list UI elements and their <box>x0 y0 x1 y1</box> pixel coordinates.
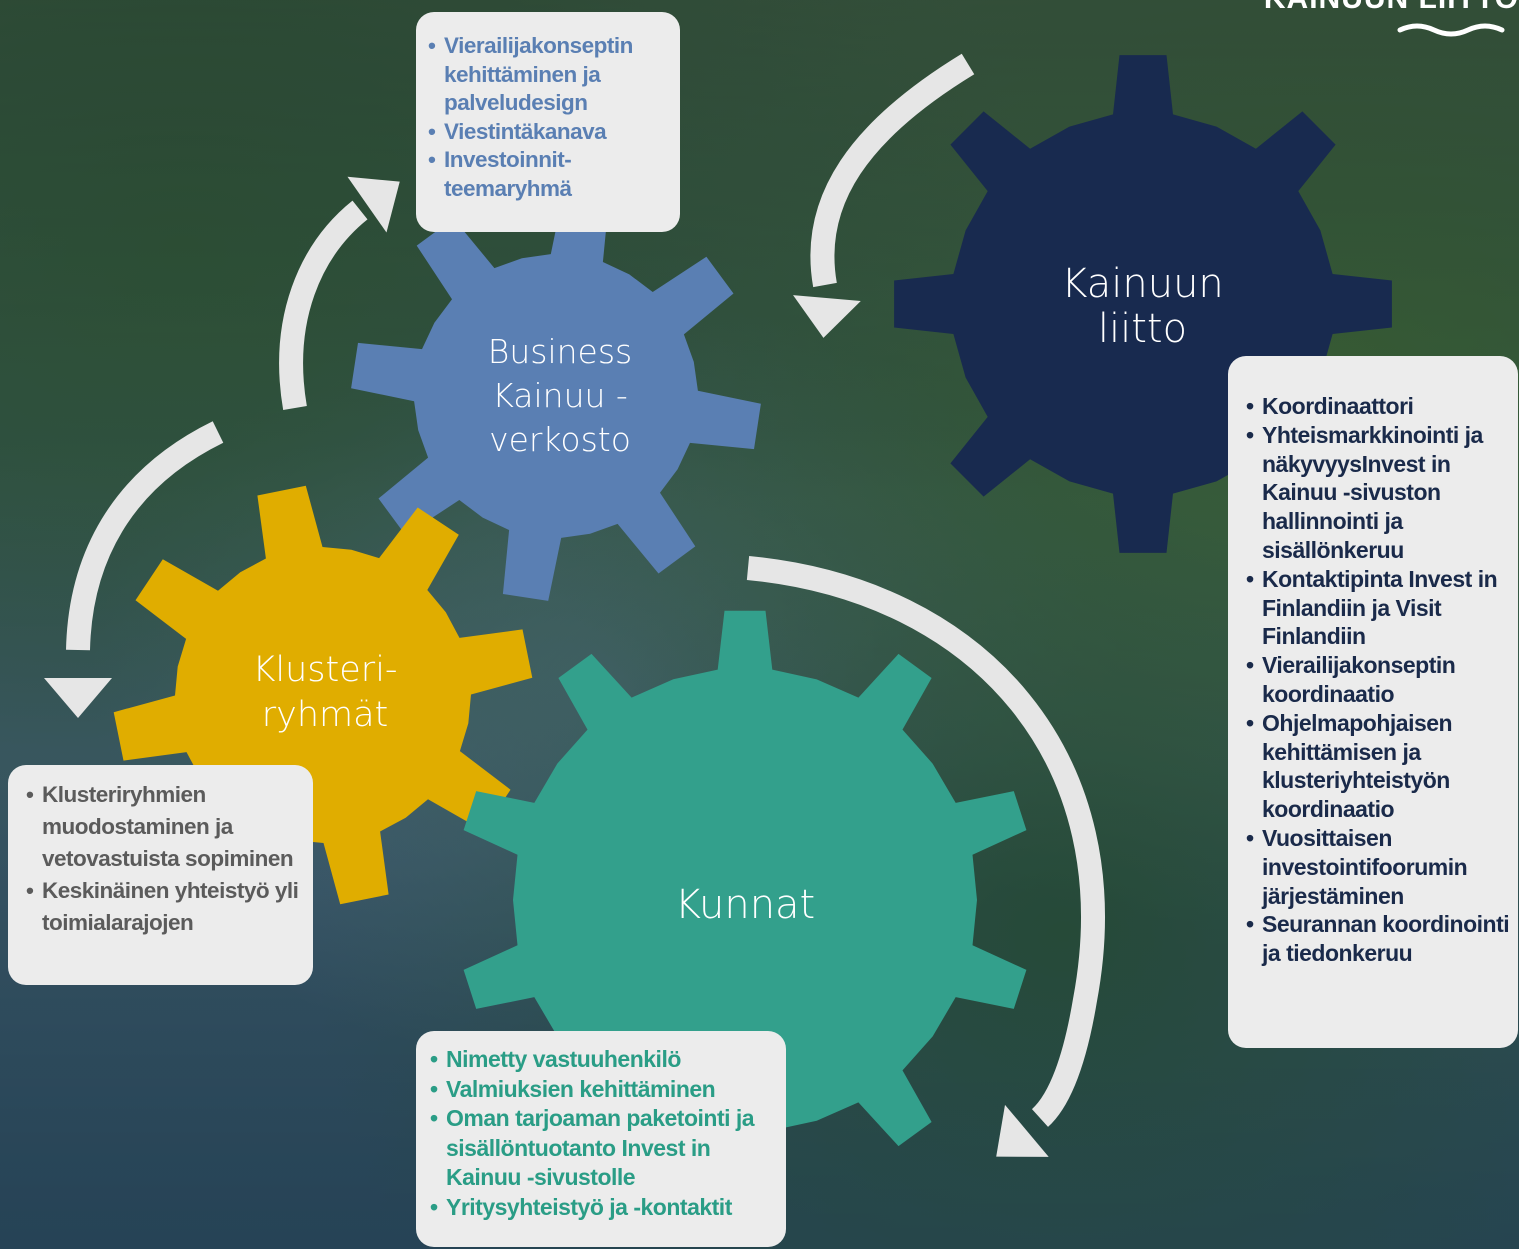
arrow-klusteri-to-business <box>279 176 400 411</box>
liitto-task-item: Kontaktipinta Invest in Finlandiin ja Vi… <box>1246 565 1514 651</box>
kunnat-tasks-box: Nimetty vastuuhenkilöValmiuksien kehittä… <box>416 1031 786 1247</box>
gear-klusteri <box>113 485 533 905</box>
gear-label-klusteriryhmat: Klusteri- ryhmät <box>252 650 398 735</box>
liitto-task-item: Koordinaattori <box>1246 392 1514 421</box>
kunnat-task-item: Nimetty vastuuhenkilö <box>430 1045 778 1075</box>
gear-label-business: Business Kainuu - verkosto <box>487 332 633 459</box>
gear-label-kainuun-liitto: Kainuun liitto <box>1061 261 1224 352</box>
kainuun-liitto-tasks-box: KoordinaattoriYhteismarkkinointi ja näky… <box>1228 356 1518 1048</box>
klusteri-task-item: Keskinäinen yhteistyö yli toimialarajoje… <box>26 875 305 939</box>
kunnat-task-item: Valmiuksien kehittäminen <box>430 1075 778 1105</box>
kunnat-task-item: Yritysyhteistyö ja -kontaktit <box>430 1193 778 1223</box>
arrow-liitto-to-business <box>793 53 975 338</box>
liitto-task-item: Vierailijakonseptin koordinaatio <box>1246 651 1514 709</box>
liitto-task-item: Yhteismarkkinointi ja näkyvyysInvest in … <box>1246 421 1514 565</box>
liitto-task-item: Ohjelmapohjaisen kehittämisen ja kluster… <box>1246 709 1514 824</box>
business-task-item: Vierailijakonseptin kehittäminen ja palv… <box>428 32 670 118</box>
klusteriryhmat-tasks-box: Klusteriryhmien muodostaminen ja vetovas… <box>8 765 313 985</box>
logo: KAINUUN LIITTO <box>1264 0 1519 16</box>
business-task-item: Investoinnit-teemaryhmä <box>428 146 670 203</box>
kunnat-task-item: Oman tarjoaman paketointi ja sisällöntuo… <box>430 1104 778 1193</box>
gear-business <box>351 191 761 601</box>
business-task-item: Viestintäkanava <box>428 118 670 147</box>
arrow-business-to-klusteri <box>44 421 224 718</box>
gear-label-kunnat: Kunnat <box>674 882 816 928</box>
klusteri-task-item: Klusteriryhmien muodostaminen ja vetovas… <box>26 779 305 875</box>
business-kainuu-tasks-box: Vierailijakonseptin kehittäminen ja palv… <box>416 12 680 232</box>
arrow-kunnat-to-liitto <box>746 556 1105 1157</box>
liitto-task-item: Vuosittaisen investointifoorumin järjest… <box>1246 824 1514 910</box>
liitto-task-item: Seurannan koordinointi ja tiedonkeruu <box>1246 910 1514 968</box>
